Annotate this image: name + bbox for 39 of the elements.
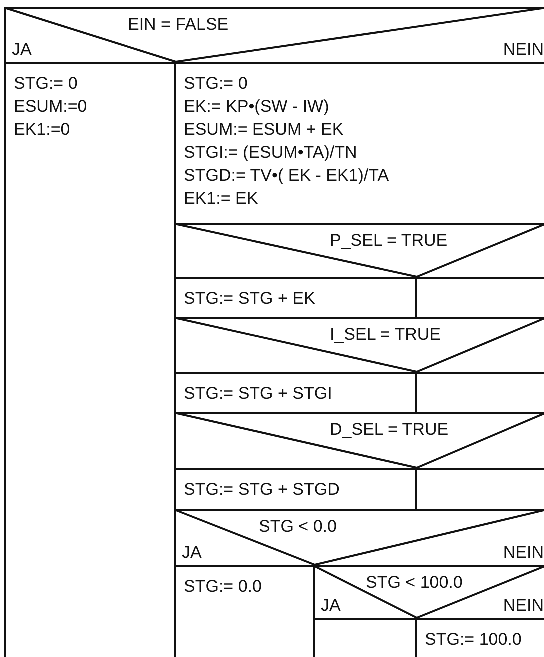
statement-text: STG:= 100.0 bbox=[425, 629, 522, 651]
statement-text: STG:= STG + STGD bbox=[184, 479, 340, 501]
statement-block bbox=[174, 372, 415, 412]
statement-text: STG:= 0 bbox=[14, 73, 79, 95]
statement-text: STG:= STG + STGI bbox=[184, 383, 332, 405]
statement-text: ESUM:= ESUM + EK bbox=[184, 119, 345, 141]
statement-block bbox=[415, 618, 544, 657]
statement-text: EK1:=0 bbox=[14, 119, 72, 141]
condition-text: STG < 0.0 bbox=[259, 517, 337, 537]
condition-block bbox=[174, 509, 544, 565]
statement-block bbox=[4, 62, 174, 657]
statement-block bbox=[174, 468, 415, 509]
statement-text: ESUM:=0 bbox=[14, 96, 88, 118]
condition-text: STG < 100.0 bbox=[366, 573, 463, 593]
branch-label: JA bbox=[182, 543, 202, 563]
statement-text: STGD:= TV•( EK - EK1)/TA bbox=[184, 165, 390, 187]
branch-label: JA bbox=[321, 596, 341, 616]
branch-label: NEIN bbox=[503, 40, 544, 60]
condition-text: P_SEL = TRUE bbox=[330, 231, 448, 251]
condition-text: EIN = FALSE bbox=[128, 15, 229, 35]
condition-block bbox=[4, 7, 544, 62]
branch-label: NEIN bbox=[503, 543, 544, 563]
condition-block bbox=[174, 317, 544, 372]
branch-label: NEIN bbox=[503, 596, 544, 616]
condition-block bbox=[174, 412, 544, 468]
condition-text: I_SEL = TRUE bbox=[330, 325, 442, 345]
statement-text: STGI:= (ESUM•TA)/TN bbox=[184, 142, 358, 164]
condition-block bbox=[174, 223, 544, 277]
statement-text: STG:= 0.0 bbox=[184, 576, 262, 598]
condition-block bbox=[313, 565, 544, 618]
statement-text: STG:= STG + EK bbox=[184, 288, 316, 310]
statement-block bbox=[174, 62, 544, 223]
statement-text: STG:= 0 bbox=[184, 73, 249, 95]
statement-block bbox=[174, 565, 313, 657]
statement-block bbox=[174, 277, 415, 317]
statement-text: EK1:= EK bbox=[184, 188, 260, 210]
statement-text: EK:= KP•(SW - IW) bbox=[184, 96, 330, 118]
branch-label: JA bbox=[12, 40, 32, 60]
condition-text: D_SEL = TRUE bbox=[330, 420, 449, 440]
